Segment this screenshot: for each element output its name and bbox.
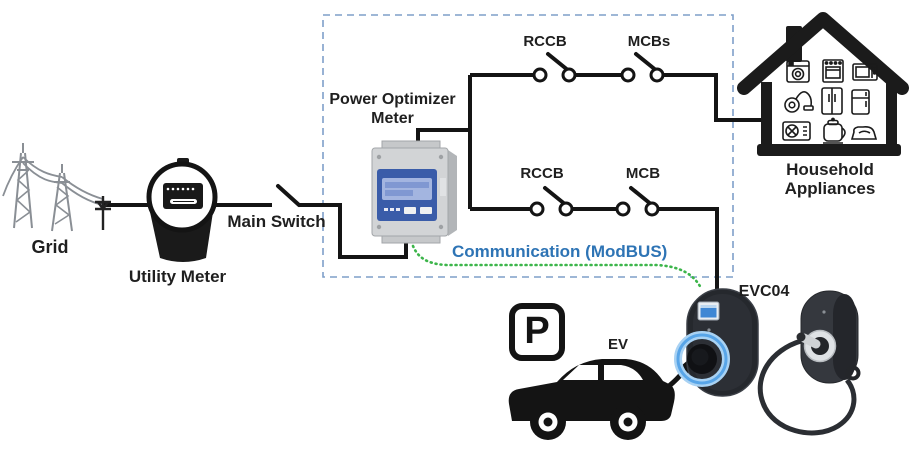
rccb-top-icon (532, 52, 577, 83)
power-optimizer-meter-label-line2: Meter (371, 110, 414, 127)
wiring (100, 73, 764, 293)
system-boundary-box (322, 14, 734, 278)
parking-sign-letter: P (524, 309, 550, 352)
air-conditioner-icon (782, 121, 811, 141)
main-switch-icon (276, 184, 301, 207)
ev-label: EV (607, 336, 628, 353)
vacuum-cleaner-icon (784, 91, 814, 113)
power-optimizer-meter-label-line1: Power Optimizer (329, 91, 456, 108)
household-appliances-label: Household Appliances (758, 160, 902, 198)
rccb-bottom-icon (529, 186, 574, 217)
grid-label: Grid (31, 237, 69, 257)
household-appliances-label-line2: Appliances (784, 179, 876, 198)
utility-pole (95, 196, 111, 230)
wire-bottom-branch-to-charger (658, 207, 719, 293)
mcbs-top-icon (620, 52, 665, 83)
spare-charger-icon (757, 290, 861, 436)
household-appliances-label-line1: Household (786, 160, 874, 179)
power-optimizer-meter-label: Power Optimizer Meter (320, 90, 465, 128)
communication-modbus-label: Communication (ModBUS) (452, 242, 668, 261)
iron-icon (850, 126, 878, 140)
mcb-bottom-label: MCB (625, 165, 661, 182)
rccb-top-label: RCCB (523, 33, 567, 50)
ev-car-icon (508, 352, 704, 440)
grid-towers-icon (2, 143, 111, 232)
stove-icon (822, 59, 844, 83)
fridge-icon (851, 89, 870, 115)
rccb-bottom-label: RCCB (520, 165, 564, 182)
double-door-fridge-icon (821, 87, 843, 115)
evc04-label: EVC04 (738, 283, 790, 300)
wire-switch-to-meter (299, 203, 408, 259)
main-switch-label: Main Switch (227, 212, 326, 231)
breakers (529, 52, 665, 217)
wire-top-branch-to-house (663, 73, 764, 122)
utility-meter-label: Utility Meter (128, 267, 227, 286)
parking-sign-icon (509, 303, 565, 361)
kettle-icon (823, 117, 846, 144)
evc04-charger-icon (674, 288, 759, 397)
utility-meter-icon (146, 158, 218, 262)
mcb-bottom-icon (615, 186, 660, 217)
house-icon (737, 12, 909, 156)
microwave-icon (852, 63, 878, 81)
mcbs-top-label: MCBs (627, 33, 671, 50)
washing-machine-icon (786, 60, 810, 83)
power-optimizer-meter-icon (371, 140, 457, 244)
modbus-communication-line (411, 244, 703, 290)
